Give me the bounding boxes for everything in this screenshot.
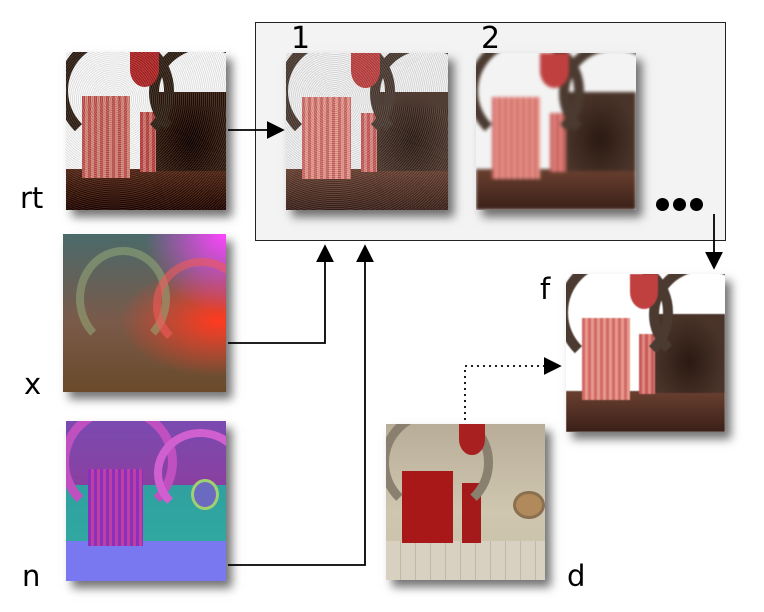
arrow-x-to-panel bbox=[228, 244, 334, 344]
arrow-n-to-panel bbox=[228, 244, 374, 566]
rt-scene bbox=[66, 52, 226, 210]
position-map-image bbox=[63, 234, 226, 392]
label-rt: rt bbox=[20, 181, 44, 215]
label-d: d bbox=[567, 559, 586, 593]
label-n: n bbox=[22, 559, 41, 593]
stage-1-scene bbox=[286, 53, 448, 210]
final-output-image bbox=[566, 274, 725, 432]
label-f: f bbox=[540, 272, 551, 306]
label-x: x bbox=[24, 367, 42, 401]
diffuse-texture-image bbox=[386, 424, 545, 580]
normal-map-image bbox=[66, 421, 226, 581]
final-scene bbox=[566, 274, 725, 432]
ellipsis-dots bbox=[656, 196, 707, 215]
stage-2-scene bbox=[476, 53, 636, 210]
arrow-diffuse-to-final bbox=[464, 357, 562, 420]
rt-image bbox=[66, 52, 226, 210]
stage-1-image bbox=[286, 53, 448, 210]
stage-label-2: 2 bbox=[481, 21, 501, 56]
stage-label-1: 1 bbox=[291, 21, 311, 56]
stage-2-image bbox=[476, 53, 636, 210]
